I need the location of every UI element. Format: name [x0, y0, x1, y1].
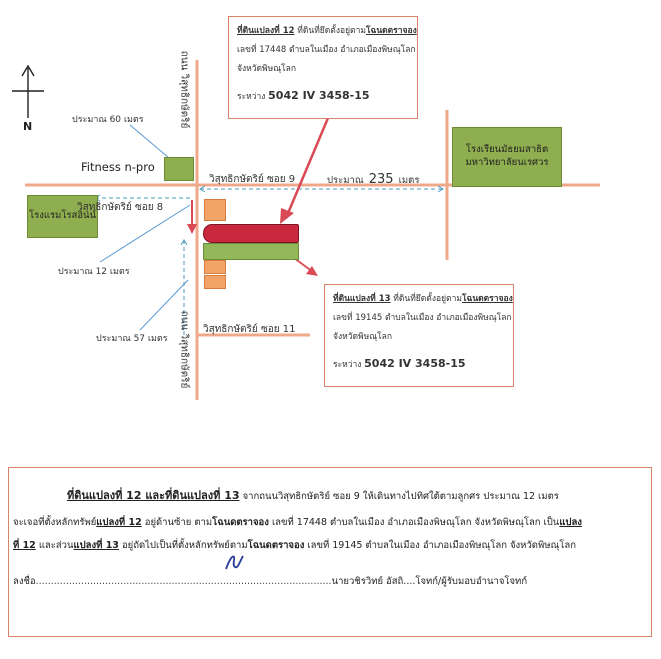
- distance-12: ประมาณ 12 เมตร: [58, 267, 130, 277]
- north-arrow-icon: [12, 64, 44, 118]
- description-line-1: ที่ดินแปลงที่ 12 และที่ดินแปลงที่ 13 จาก…: [67, 489, 559, 502]
- school-label-1: โรงเรียนมัธยมสาธิต: [465, 144, 549, 156]
- parcel-13-shape: [203, 243, 299, 260]
- parcel-12-ref: 5042 IV 3458-15: [268, 89, 370, 102]
- road-soi-9-label: วิสุทธิกษัตริย์ ซอย 9: [209, 174, 296, 185]
- parcel-13-info-box: ที่ดินแปลงที่ 13 ที่ดินที่ยึดตั้งอยู่ตาม…: [324, 284, 514, 387]
- neighbor-parcel: [204, 275, 226, 289]
- distance-57: ประมาณ 57 เมตร: [96, 334, 168, 344]
- arrow-parcel-12-icon: [280, 208, 294, 224]
- description-line-2: จะเจอที่ตั้งหลักทรัพย์แปลงที่ 12 อยู่ด้า…: [13, 517, 582, 528]
- fitness-label: Fitness n-pro: [81, 160, 155, 174]
- school-building: โรงเรียนมัธยมสาธิต มหาวิทยาลัยนเรศวร: [452, 127, 562, 187]
- description-box: ที่ดินแปลงที่ 12 และที่ดินแปลงที่ 13 จาก…: [8, 467, 652, 637]
- fitness-building: [164, 157, 194, 181]
- hotel-building: โรงแรมโรสอินน์: [27, 195, 98, 238]
- description-heading: ที่ดินแปลงที่ 12 และที่ดินแปลงที่ 13: [67, 489, 240, 502]
- neighbor-parcel: [204, 260, 226, 274]
- school-label-2: มหาวิทยาลัยนเรศวร: [465, 157, 549, 168]
- signature-line: ลงชื่อ..................................…: [13, 576, 528, 587]
- neighbor-parcel: [204, 199, 226, 221]
- description-line-3: ที่ 12 และส่วนแปลงที่ 13 อยู่ถัดไปเป็นที…: [13, 540, 576, 551]
- road-vertical-top-label: ถนน วิสุทธิกษัตริย์: [178, 50, 190, 129]
- signature-mark-icon: [225, 555, 244, 570]
- arrow-south-icon: [187, 224, 197, 234]
- road-soi-11-label: วิสุทธิกษัตริย์ ซอย 11: [203, 324, 296, 335]
- parcel-12-shape: [203, 224, 299, 243]
- parcel-13-ref: 5042 IV 3458-15: [364, 357, 466, 370]
- distance-60: ประมาณ 60 เมตร: [72, 115, 144, 125]
- north-label: N: [23, 120, 33, 133]
- road-vertical-bottom-label: ถนน วิสุทธิกษัตริย์: [178, 310, 190, 389]
- parcel-12-info-box: ที่ดินแปลงที่ 12 ที่ดินที่ยึดตั้งอยู่ตาม…: [228, 16, 418, 119]
- distance-235: ประมาณ 235 เมตร: [327, 172, 420, 187]
- parcel-13-title: ที่ดินแปลงที่ 13: [333, 294, 391, 304]
- signer-name: นายวชิรวิทย์ อัสถิ....โจทก์/ผู้รับมอบอำน…: [331, 576, 528, 587]
- road-soi-8-label: วิสุทธิกษัตริย์ ซอย 8: [77, 202, 164, 213]
- hotel-label: โรงแรมโรสอินน์: [28, 210, 97, 222]
- parcel-12-title: ที่ดินแปลงที่ 12: [237, 26, 295, 36]
